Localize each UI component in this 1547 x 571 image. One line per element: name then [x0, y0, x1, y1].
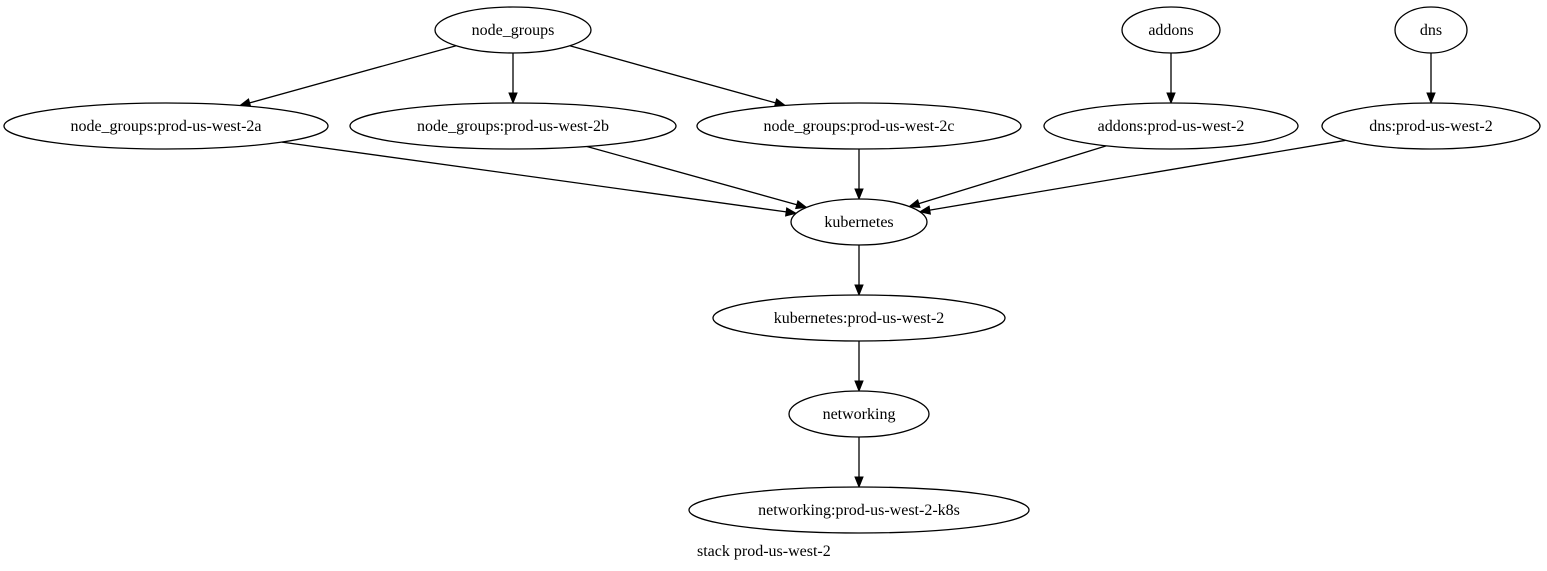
graph-caption: stack prod-us-west-2 [697, 543, 831, 560]
node-label: networking [823, 406, 896, 423]
arrowhead-icon [854, 476, 864, 489]
node-node-groups-prod-us-west-2c: node_groups:prod-us-west-2c [696, 102, 1022, 150]
arrowhead-icon [854, 380, 864, 393]
node-networking-prod-us-west-2-k8s: networking:prod-us-west-2-k8s [688, 486, 1030, 534]
node-shape [3, 102, 329, 150]
node-label: node_groups [472, 22, 555, 39]
node-shape [790, 198, 928, 246]
node-node-groups-prod-us-west-2a: node_groups:prod-us-west-2a [3, 102, 329, 150]
edge-line [249, 45, 457, 104]
edge-ng-c-to-kubernetes [854, 149, 864, 201]
node-shape [696, 102, 1022, 150]
node-networking: networking [788, 390, 930, 438]
node-addons-prod-us-west-2: addons:prod-us-west-2 [1043, 102, 1299, 150]
edge-node-groups-to-ng-a [238, 45, 457, 108]
node-label: node_groups:prod-us-west-2b [417, 118, 609, 135]
arrowhead-icon [854, 188, 864, 201]
node-shape [1043, 102, 1299, 150]
edge-ng-b-to-kubernetes [586, 145, 808, 210]
node-shape [688, 486, 1030, 534]
edge-line [569, 45, 776, 104]
arrowhead-icon [1166, 92, 1176, 105]
arrowhead-icon [508, 92, 518, 105]
arrowhead-icon [908, 198, 921, 208]
node-label: node_groups:prod-us-west-2a [70, 118, 261, 135]
node-dns-prod-us-west-2: dns:prod-us-west-2 [1321, 102, 1541, 150]
edge-dns-env-to-kubernetes [918, 139, 1346, 215]
edges-layer [238, 45, 1436, 489]
node-shape [712, 294, 1006, 342]
edge-node-groups-to-ng-b [508, 53, 518, 105]
edge-networking-to-networking-env [854, 437, 864, 489]
node-label: networking:prod-us-west-2-k8s [758, 502, 960, 519]
node-label: addons:prod-us-west-2 [1098, 118, 1245, 135]
node-shape [1121, 6, 1221, 54]
arrowhead-icon [854, 284, 864, 297]
edge-kubernetes-env-to-networking [854, 341, 864, 393]
edge-addons-to-addons-env [1166, 53, 1176, 105]
edge-line [929, 139, 1346, 211]
node-label: kubernetes [824, 214, 893, 231]
node-shape [1394, 6, 1468, 54]
edge-kubernetes-to-kubernetes-env [854, 245, 864, 297]
node-shape [349, 102, 677, 150]
node-label: kubernetes:prod-us-west-2 [774, 310, 945, 327]
node-node-groups-prod-us-west-2b: node_groups:prod-us-west-2b [349, 102, 677, 150]
edge-ng-a-to-kubernetes [281, 141, 798, 217]
node-kubernetes-prod-us-west-2: kubernetes:prod-us-west-2 [712, 294, 1006, 342]
edge-dns-to-dns-env [1426, 53, 1436, 105]
arrowhead-icon [918, 205, 932, 215]
edge-line [918, 145, 1107, 205]
node-label: node_groups:prod-us-west-2c [763, 118, 954, 135]
node-label: dns:prod-us-west-2 [1369, 118, 1493, 135]
edge-addons-env-to-kubernetes [908, 145, 1107, 208]
arrowhead-icon [1426, 92, 1436, 105]
node-shape [1321, 102, 1541, 150]
node-label: dns [1420, 22, 1442, 39]
arrowhead-icon [785, 207, 798, 217]
edge-line [586, 145, 797, 206]
arrowhead-icon [795, 200, 808, 210]
edge-node-groups-to-ng-c [569, 45, 787, 108]
nodes-layer: node_groups addons dns node_groups:prod-us-… [3, 6, 1541, 534]
node-kubernetes: kubernetes [790, 198, 928, 246]
node-node-groups: node_groups [434, 6, 592, 54]
node-shape [788, 390, 930, 438]
node-dns: dns [1394, 6, 1468, 54]
edge-line [281, 141, 787, 213]
node-addons: addons [1121, 6, 1221, 54]
node-shape [434, 6, 592, 54]
node-label: addons [1148, 22, 1193, 39]
